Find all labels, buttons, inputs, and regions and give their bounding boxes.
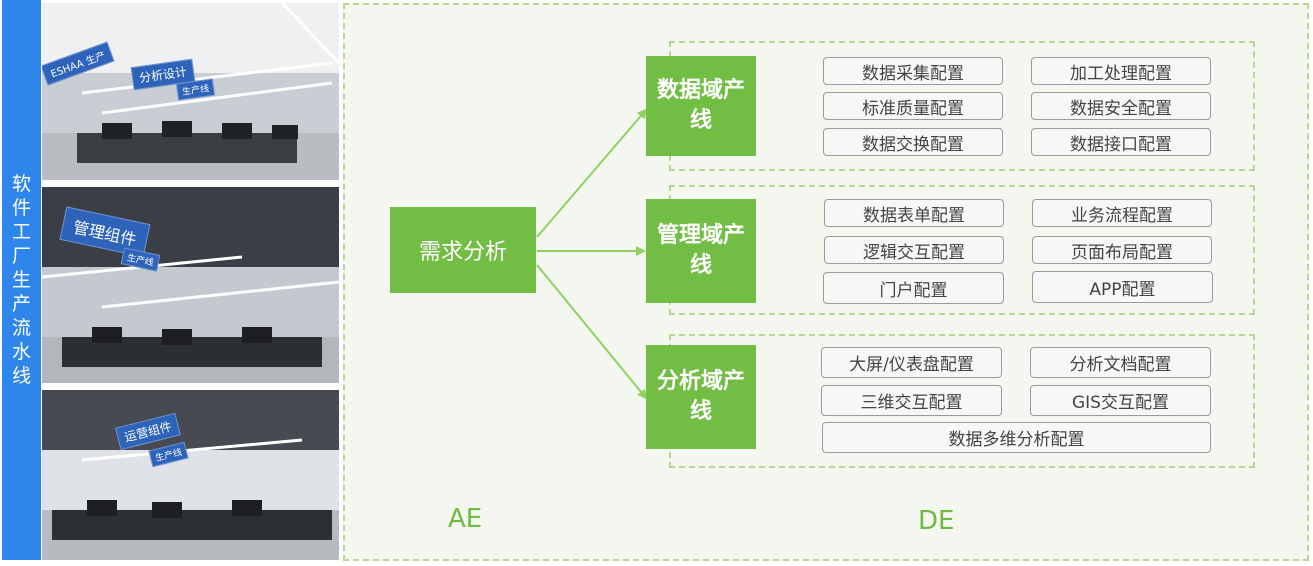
config-item: APP配置 bbox=[1032, 271, 1213, 303]
requirement-analysis-label: 需求分析 bbox=[418, 240, 507, 265]
requirement-analysis-box: 需求分析 bbox=[390, 207, 536, 293]
config-item: 门户配置 bbox=[823, 272, 1004, 304]
config-item: 数据表单配置 bbox=[824, 199, 1004, 227]
config-item: 标准质量配置 bbox=[823, 92, 1003, 120]
office-photo-1: ESHAA 生产 分析设计 生产线 bbox=[42, 3, 339, 180]
config-item: GIS交互配置 bbox=[1030, 385, 1211, 416]
office-photo-3: 运营组件 生产线 bbox=[42, 390, 339, 560]
config-item: 业务流程配置 bbox=[1032, 199, 1212, 227]
config-item: 数据采集配置 bbox=[823, 57, 1003, 85]
office-photo-3-image bbox=[42, 390, 339, 560]
arrow-to-analysis-domain bbox=[536, 264, 648, 400]
sidebar-banner: 软件工厂生产流水线 bbox=[2, 0, 41, 560]
footer-de: DE bbox=[918, 506, 955, 536]
config-item: 分析文档配置 bbox=[1030, 347, 1211, 378]
sidebar-title: 软件工厂生产流水线 bbox=[11, 173, 31, 387]
data-domain-label: 数据域产线 bbox=[656, 78, 745, 133]
config-item: 数据交换配置 bbox=[823, 128, 1003, 156]
config-item: 逻辑交互配置 bbox=[824, 236, 1004, 264]
office-photo-1-image bbox=[42, 3, 339, 180]
config-item: 大屏/仪表盘配置 bbox=[821, 347, 1002, 378]
config-item: 数据多维分析配置 bbox=[822, 422, 1211, 453]
config-item: 页面布局配置 bbox=[1032, 236, 1212, 264]
management-domain-box: 管理域产线 bbox=[646, 199, 756, 303]
footer-ae: AE bbox=[448, 504, 483, 534]
analysis-domain-box: 分析域产线 bbox=[646, 345, 756, 449]
management-domain-label: 管理域产线 bbox=[656, 223, 745, 278]
config-item: 三维交互配置 bbox=[821, 385, 1002, 416]
arrow-to-data-domain bbox=[536, 108, 648, 238]
office-photo-2: 管理组件 生产线 bbox=[42, 187, 339, 383]
config-item: 加工处理配置 bbox=[1031, 57, 1211, 85]
data-domain-box: 数据域产线 bbox=[646, 56, 756, 156]
config-item: 数据接口配置 bbox=[1031, 128, 1211, 156]
config-item: 数据安全配置 bbox=[1031, 92, 1211, 120]
analysis-domain-label: 分析域产线 bbox=[656, 369, 745, 424]
diagram-panel: 需求分析 数据域产线 数据采集配置 加工处理配置 标准质量配置 数据安全配置 数… bbox=[343, 3, 1309, 561]
flow-arrows bbox=[536, 108, 648, 400]
